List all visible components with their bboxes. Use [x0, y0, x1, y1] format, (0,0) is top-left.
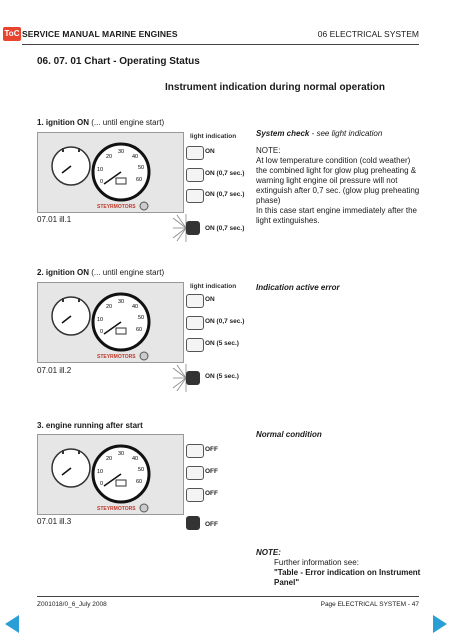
svg-text:50: 50 — [138, 315, 144, 321]
final-note-reference-cont: Panel" — [274, 578, 300, 587]
oil-pressure-lamp-icon — [186, 466, 204, 480]
instrument-panel-3-graphic: 10 20 30 40 50 60 0 STEYRMOTORS — [51, 444, 151, 513]
step-1-title-text: 1. ignition ON — [37, 118, 89, 127]
svg-text:0: 0 — [100, 179, 103, 185]
svg-text:0: 0 — [100, 481, 103, 487]
step-2-note-title: Indication active error — [256, 283, 340, 292]
svg-text:60: 60 — [136, 479, 142, 485]
instrument-panel-1-graphic: 10 20 30 40 50 60 0 STEYRMOTORS — [51, 142, 151, 211]
battery-lamp-icon — [186, 338, 204, 352]
svg-text:20: 20 — [106, 154, 112, 160]
toc-button[interactable]: ToC — [3, 27, 21, 41]
light-indication-header-1: light indication — [190, 133, 237, 140]
step-1-lamp-4-status: ON (0,7 sec.) — [205, 225, 245, 232]
svg-text:10: 10 — [97, 317, 103, 323]
step-3-lamp-1-status: OFF — [205, 446, 218, 453]
step-1-illustration-label: 07.01 ill.1 — [37, 215, 72, 224]
previous-page-icon[interactable] — [4, 614, 20, 634]
svg-text:STEYRMOTORS: STEYRMOTORS — [97, 354, 136, 360]
warning-lamp-icon — [186, 444, 204, 458]
step-1-lamp-2-status: ON (0,7 sec.) — [205, 170, 245, 177]
step-1-note-line: extinguish after 0,7 sec. (glow plug pre… — [256, 186, 420, 195]
step-1-title-extra: (... until engine start) — [89, 118, 165, 127]
step-2-lamp-3-status: ON (5 sec.) — [205, 340, 239, 347]
svg-text:STEYRMOTORS: STEYRMOTORS — [97, 204, 136, 210]
step-2-lamp-4-status: ON (5 sec.) — [205, 373, 239, 380]
svg-text:20: 20 — [106, 456, 112, 462]
svg-text:60: 60 — [136, 177, 142, 183]
step-2-title-text: 2. ignition ON — [37, 268, 89, 277]
buzzer-icon — [172, 214, 200, 242]
buzzer-icon — [186, 516, 200, 530]
document-id: Z001018/0_6_July 2008 — [37, 601, 107, 608]
step-2-title-extra: (... until engine start) — [89, 268, 165, 277]
step-3-lamp-4-status: OFF — [205, 521, 218, 528]
step-2-title: 2. ignition ON (... until engine start) — [37, 268, 164, 277]
step-3-illustration-label: 07.01 ill.3 — [37, 517, 72, 526]
instrument-panel-2: 10 20 30 40 50 60 0 STEYRMOTORS — [37, 282, 184, 363]
svg-text:20: 20 — [106, 304, 112, 310]
svg-text:30: 30 — [118, 451, 124, 457]
svg-text:30: 30 — [118, 149, 124, 155]
step-2-lamp-2-status: ON (0,7 sec.) — [205, 318, 245, 325]
step-1-note-line: warning light engine oil pressure will n… — [256, 176, 398, 185]
final-note-reference: "Table - Error indication on Instrument — [274, 568, 421, 577]
light-indication-header-2: light indication — [190, 283, 237, 290]
step-1-note-heading: System check — [256, 129, 310, 138]
step-2-lamp-1-status: ON — [205, 296, 215, 303]
step-3-lamp-2-status: OFF — [205, 468, 218, 475]
step-1-note-line: light extinguishes. — [256, 216, 320, 225]
section-title: 06 ELECTRICAL SYSTEM — [317, 29, 419, 39]
svg-text:50: 50 — [138, 165, 144, 171]
step-1-note-line: the combined light for glow plug preheat… — [256, 166, 417, 175]
final-note: NOTE: Further information see: "Table - … — [256, 548, 446, 588]
step-1-lamp-1-status: ON — [205, 148, 215, 155]
final-note-label: NOTE: — [256, 548, 281, 557]
step-1-note-label: NOTE: — [256, 146, 281, 155]
step-1-note: NOTE: At low temperature condition (cold… — [256, 146, 446, 226]
instrument-panel-3: 10 20 30 40 50 60 0 STEYRMOTORS — [37, 434, 184, 515]
instrument-panel-1: 10 20 30 40 50 60 0 STEYRMOTORS — [37, 132, 184, 213]
svg-text:30: 30 — [118, 299, 124, 305]
step-1-note-line: At low temperature condition (cold weath… — [256, 156, 411, 165]
page-subtitle: Instrument indication during normal oper… — [165, 82, 386, 93]
svg-text:50: 50 — [138, 467, 144, 473]
step-1-lamp-3-status: ON (0,7 sec.) — [205, 191, 245, 198]
oil-pressure-lamp-icon — [186, 168, 204, 182]
page-title: 06. 07. 01 Chart - Operating Status — [37, 56, 200, 67]
buzzer-icon — [172, 364, 200, 392]
svg-text:40: 40 — [132, 154, 138, 160]
warning-lamp-icon — [186, 146, 204, 160]
step-1-note-heading-extra: - see light indication — [309, 129, 383, 138]
instrument-panel-2-graphic: 10 20 30 40 50 60 0 STEYRMOTORS — [51, 292, 151, 361]
step-1-note-line: In this case start engine immediately af… — [256, 206, 417, 215]
battery-lamp-icon — [186, 488, 204, 502]
final-note-line: Further information see: — [274, 558, 359, 567]
oil-pressure-lamp-icon — [186, 316, 204, 330]
svg-text:10: 10 — [97, 167, 103, 173]
next-page-icon[interactable] — [432, 614, 448, 634]
page-number: Page ELECTRICAL SYSTEM - 47 — [320, 601, 419, 608]
step-3-lamp-3-status: OFF — [205, 490, 218, 497]
warning-lamp-icon — [186, 294, 204, 308]
manual-title: SERVICE MANUAL MARINE ENGINES — [22, 29, 178, 39]
svg-text:0: 0 — [100, 329, 103, 335]
footer-divider — [37, 596, 419, 597]
step-1-note-line: phase) — [256, 196, 281, 205]
step-3-title: 3. engine running after start — [37, 421, 143, 430]
step-1-note-title: System check - see light indication — [256, 129, 382, 138]
svg-text:10: 10 — [97, 469, 103, 475]
step-3-note-title: Normal condition — [256, 430, 322, 439]
battery-lamp-icon — [186, 189, 204, 203]
svg-text:40: 40 — [132, 304, 138, 310]
svg-text:60: 60 — [136, 327, 142, 333]
svg-text:40: 40 — [132, 456, 138, 462]
header-divider — [22, 44, 419, 45]
step-2-illustration-label: 07.01 ill.2 — [37, 366, 72, 375]
svg-text:STEYRMOTORS: STEYRMOTORS — [97, 506, 136, 512]
step-1-title: 1. ignition ON (... until engine start) — [37, 118, 164, 127]
